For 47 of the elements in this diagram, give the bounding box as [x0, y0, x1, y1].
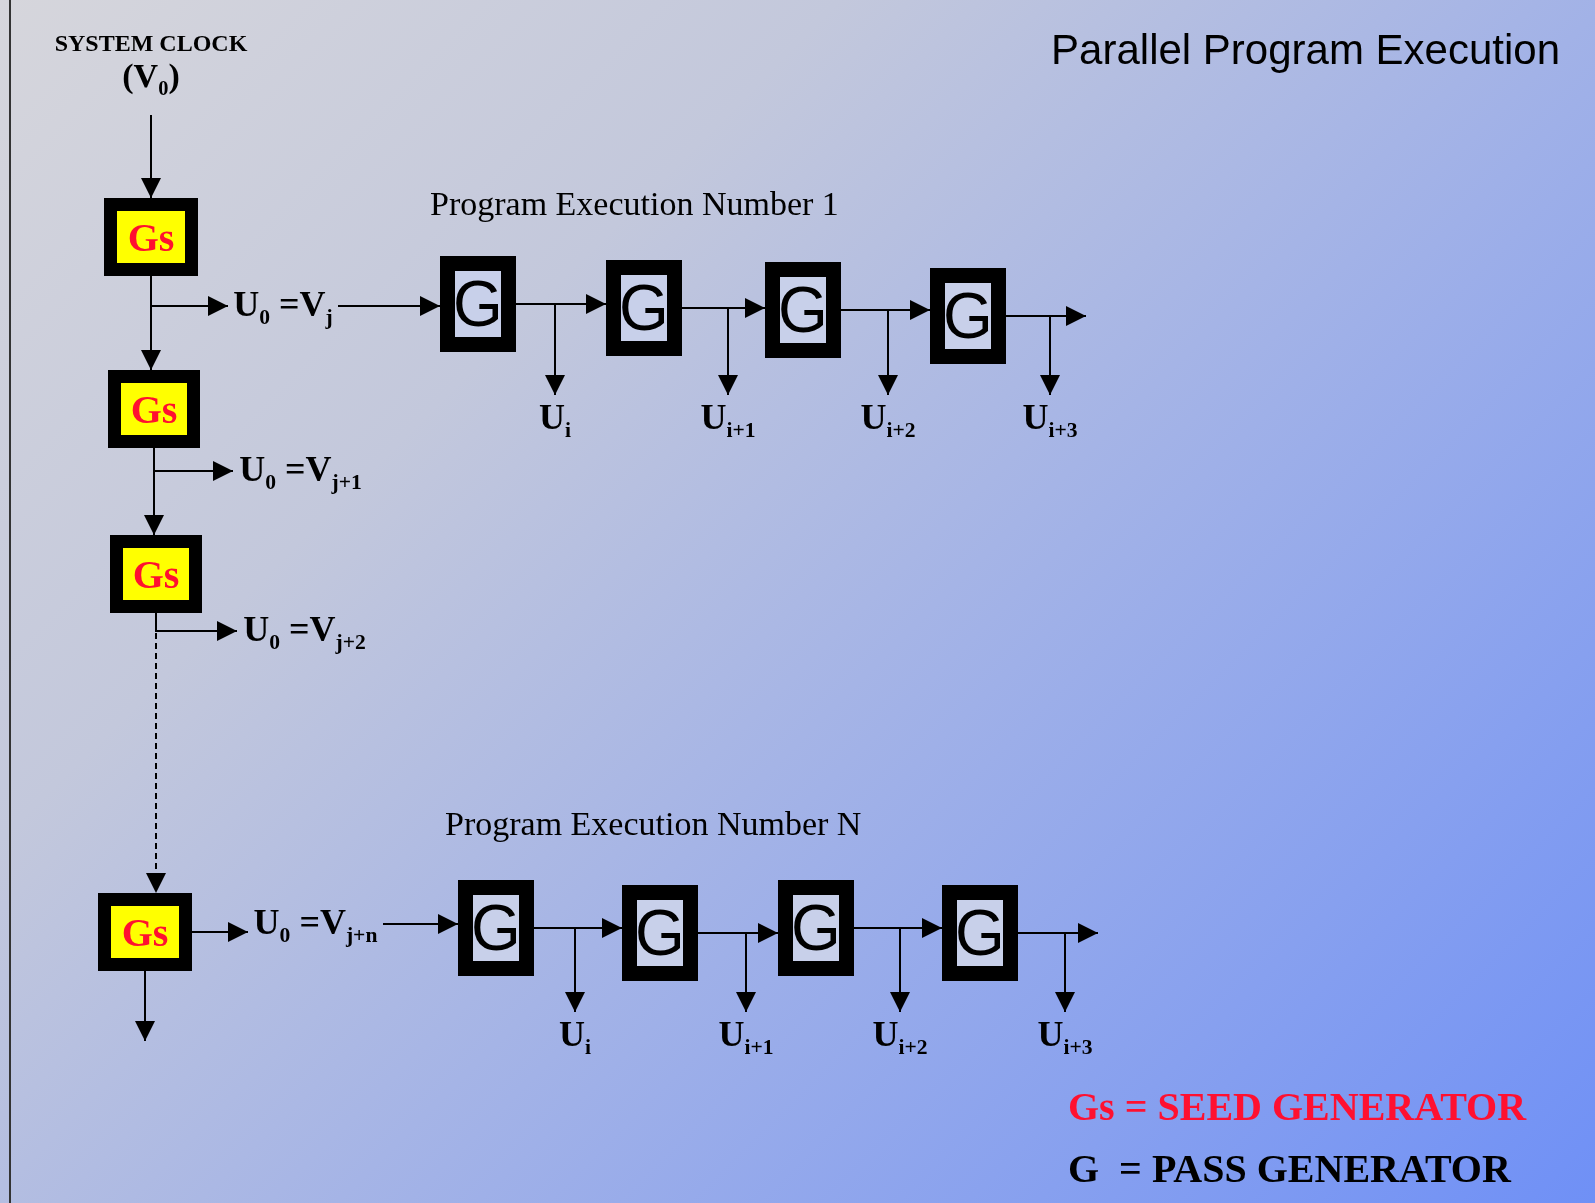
seed-generator-box: Gs [104, 198, 198, 276]
arrow [1005, 306, 1087, 326]
arrow [144, 447, 164, 536]
diagram-title: Parallel Program Execution [1050, 26, 1560, 74]
legend-text: Gs = SEED GENERATOR [1068, 1083, 1527, 1130]
arrow [135, 970, 155, 1042]
seed-generator-box: Gs [108, 370, 200, 448]
clock-label: SYSTEM CLOCK [54, 30, 248, 57]
arrow [382, 914, 459, 934]
arrow [697, 923, 779, 943]
seed-generator-box: Gs [110, 535, 202, 613]
arrow [840, 300, 931, 320]
pass-generator-box: G [606, 260, 682, 356]
section-heading: Program Execution Number N [445, 805, 862, 843]
output-value-label: U$_{i+1}$ [688, 395, 768, 445]
arrow [141, 275, 161, 371]
pass-generator-box: G [930, 268, 1006, 364]
seed-value-label: U$_{0}$ =V$_{j+n}$ [248, 900, 383, 948]
arrow [853, 918, 943, 938]
pass-generator-box: G [942, 885, 1018, 981]
arrow [337, 296, 441, 316]
pass-generator-box: G [778, 880, 854, 976]
output-value-label: U$_{i+3}$ [1010, 395, 1090, 445]
arrow [141, 114, 161, 199]
section-heading: Program Execution Number 1 [430, 185, 839, 223]
output-value-label: U$_{i+1}$ [706, 1012, 786, 1062]
pass-generator-box: G [458, 880, 534, 976]
seed-generator-box: Gs [98, 893, 192, 971]
seed-value-label: U$_{0}$ =V$_{j+1}$ [233, 447, 368, 495]
seed-value-label: U$_{0}$ =V$_{j+2}$ [237, 607, 372, 655]
output-value-label: U$_{i}$ [545, 1012, 605, 1062]
output-value-label: U$_{i+2}$ [860, 1012, 940, 1062]
arrow [515, 294, 607, 314]
output-value-label: U$_{i+3}$ [1025, 1012, 1105, 1062]
clock-symbol: (V$_{0}$) [122, 57, 180, 100]
arrow [146, 612, 166, 894]
output-value-label: U$_{i+2}$ [848, 395, 928, 445]
pass-generator-box: G [440, 256, 516, 352]
arrow [533, 918, 623, 938]
output-value-label: U$_{i}$ [525, 395, 585, 445]
arrow [191, 922, 249, 942]
arrow [1017, 923, 1099, 943]
seed-value-label: U$_{0}$ =V$_{j}$ [228, 282, 338, 330]
arrow [681, 298, 766, 318]
legend-text: G = PASS GENERATOR [1068, 1145, 1511, 1192]
pass-generator-box: G [622, 885, 698, 981]
pass-generator-box: G [765, 262, 841, 358]
